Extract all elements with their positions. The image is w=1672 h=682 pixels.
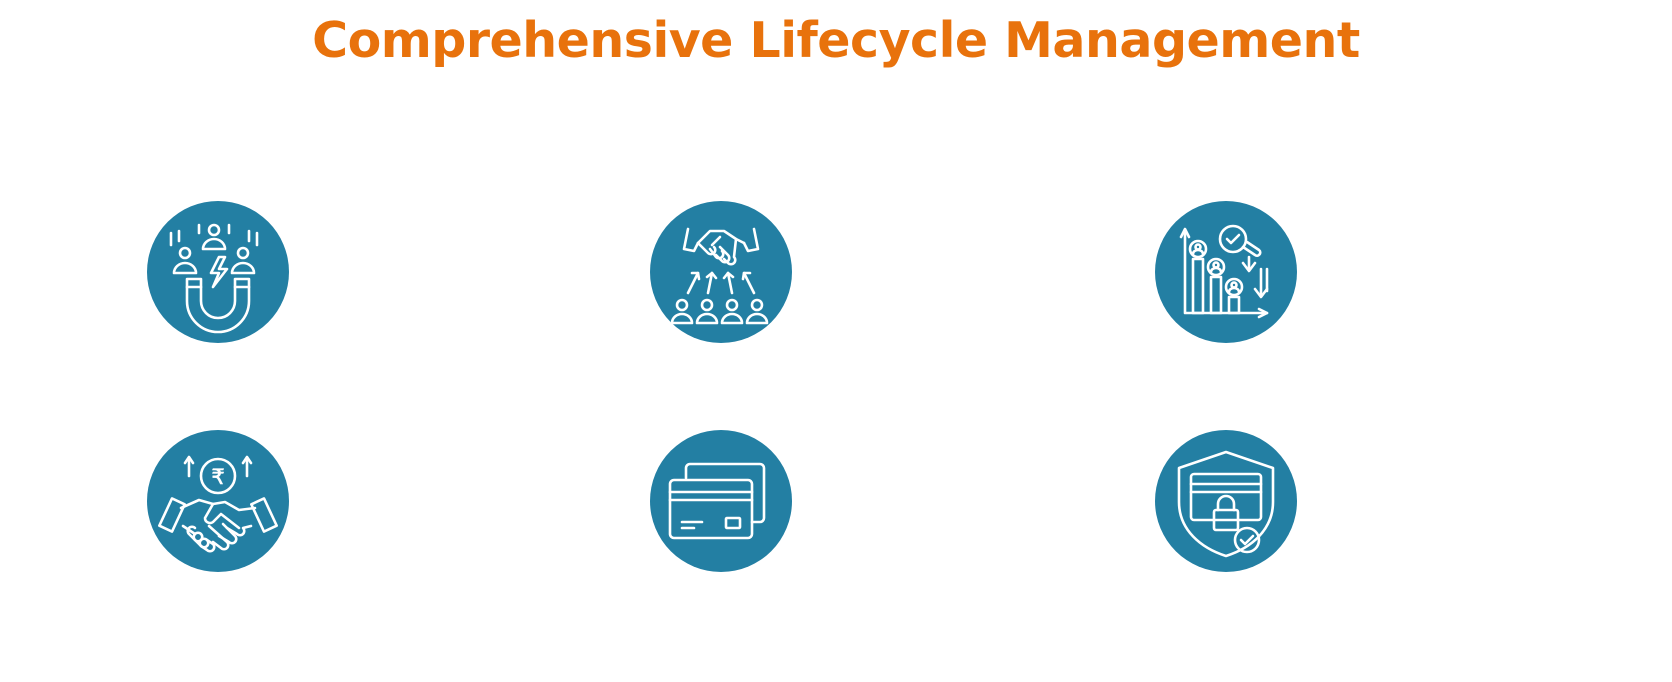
secure-card-shield-icon [1155,430,1297,572]
analytics-growth-icon [1155,201,1297,343]
page-title: Comprehensive Lifecycle Management [312,12,1360,69]
rupee-deal-handshake-icon: ₹ [147,430,289,572]
credit-cards-icon [650,430,792,572]
svg-text:₹: ₹ [211,465,224,489]
customer-magnet-icon [147,201,289,343]
handshake-audience-icon [650,201,792,343]
